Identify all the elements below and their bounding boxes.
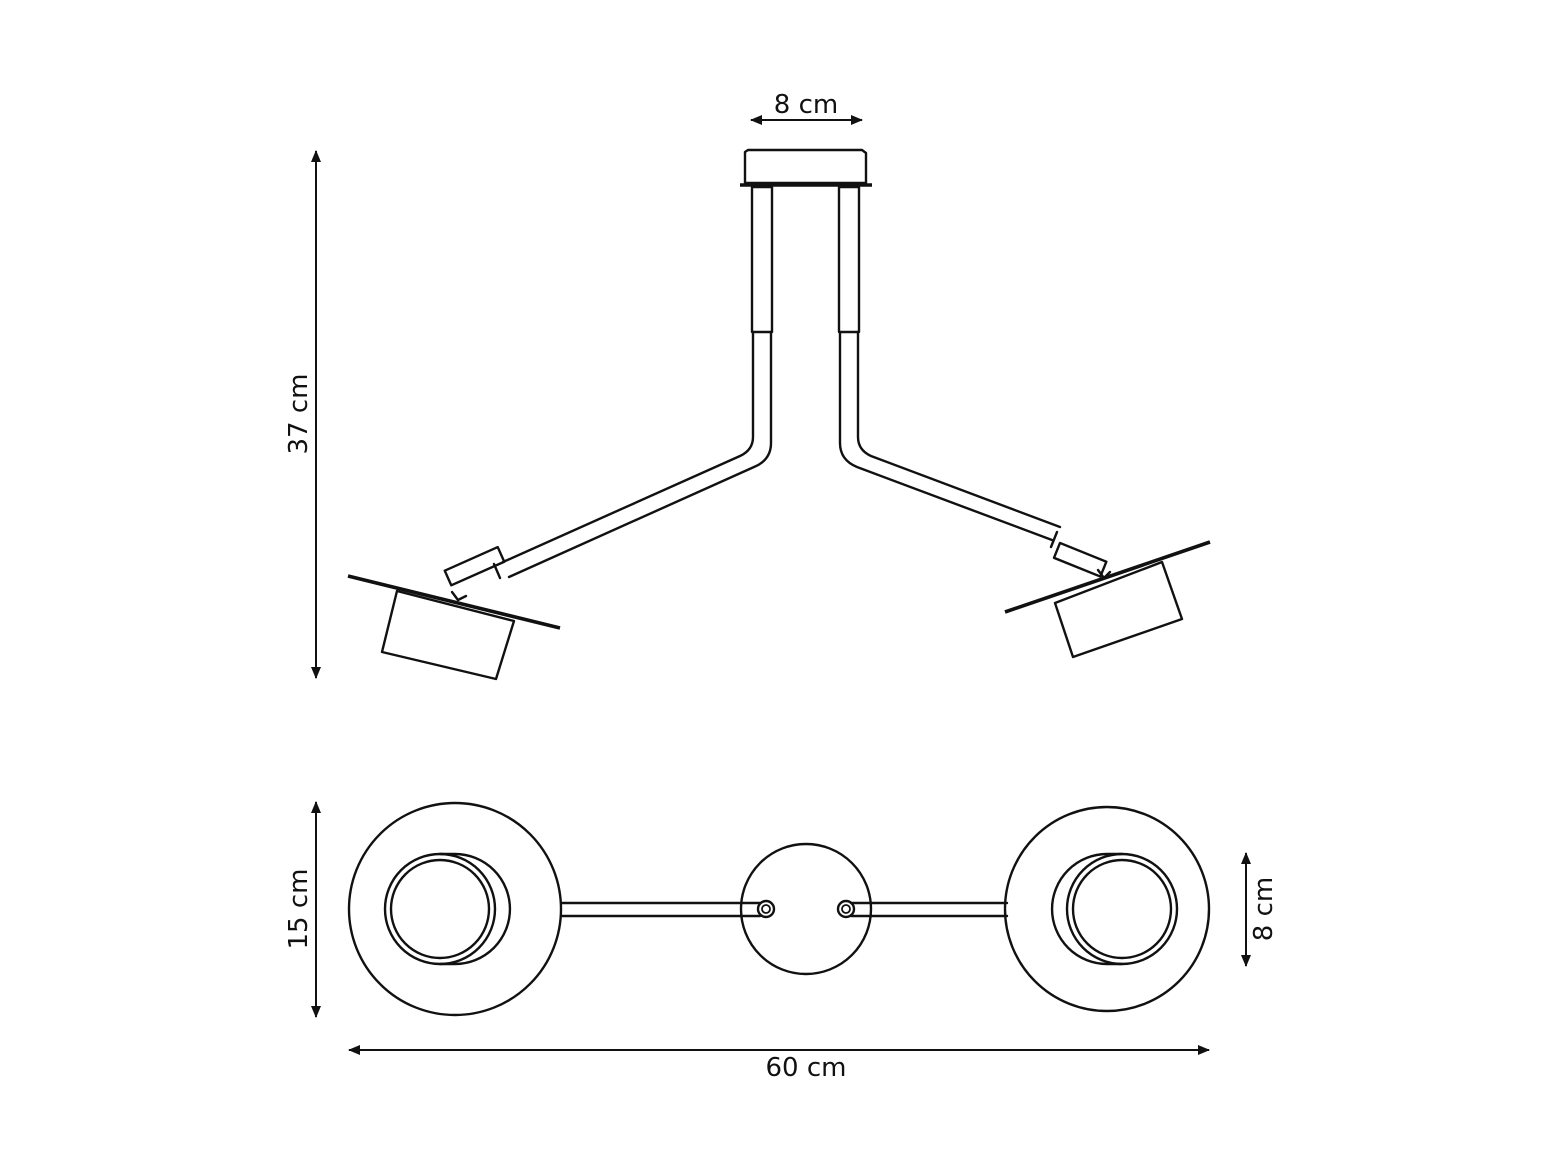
right-lamp-head <box>1004 540 1211 659</box>
dimension-shade-diameter: 8 cm <box>1241 852 1279 967</box>
right-arm <box>838 330 1108 578</box>
dimension-depth: 15 cm <box>284 801 321 1018</box>
canopy-width-label: 8 cm <box>774 90 838 120</box>
dimension-canopy-width: 8 cm <box>750 90 863 125</box>
left-lamp-head <box>347 574 561 681</box>
dimension-height: 37 cm <box>284 150 321 679</box>
dimension-total-width: 60 cm <box>348 1045 1210 1083</box>
depth-label: 15 cm <box>284 869 314 950</box>
side-view <box>347 148 1211 681</box>
total-width-label: 60 cm <box>766 1053 847 1083</box>
center-canopy-top <box>739 842 873 976</box>
right-shade-top <box>1003 805 1211 1013</box>
shade-diameter-label: 8 cm <box>1249 877 1279 941</box>
left-shade-top <box>347 801 563 1017</box>
left-arm <box>443 330 773 587</box>
top-view <box>347 801 1211 1017</box>
connecting-bars <box>559 901 1009 918</box>
height-label: 37 cm <box>284 374 314 455</box>
vertical-stems <box>750 185 861 334</box>
ceiling-canopy <box>740 148 872 187</box>
